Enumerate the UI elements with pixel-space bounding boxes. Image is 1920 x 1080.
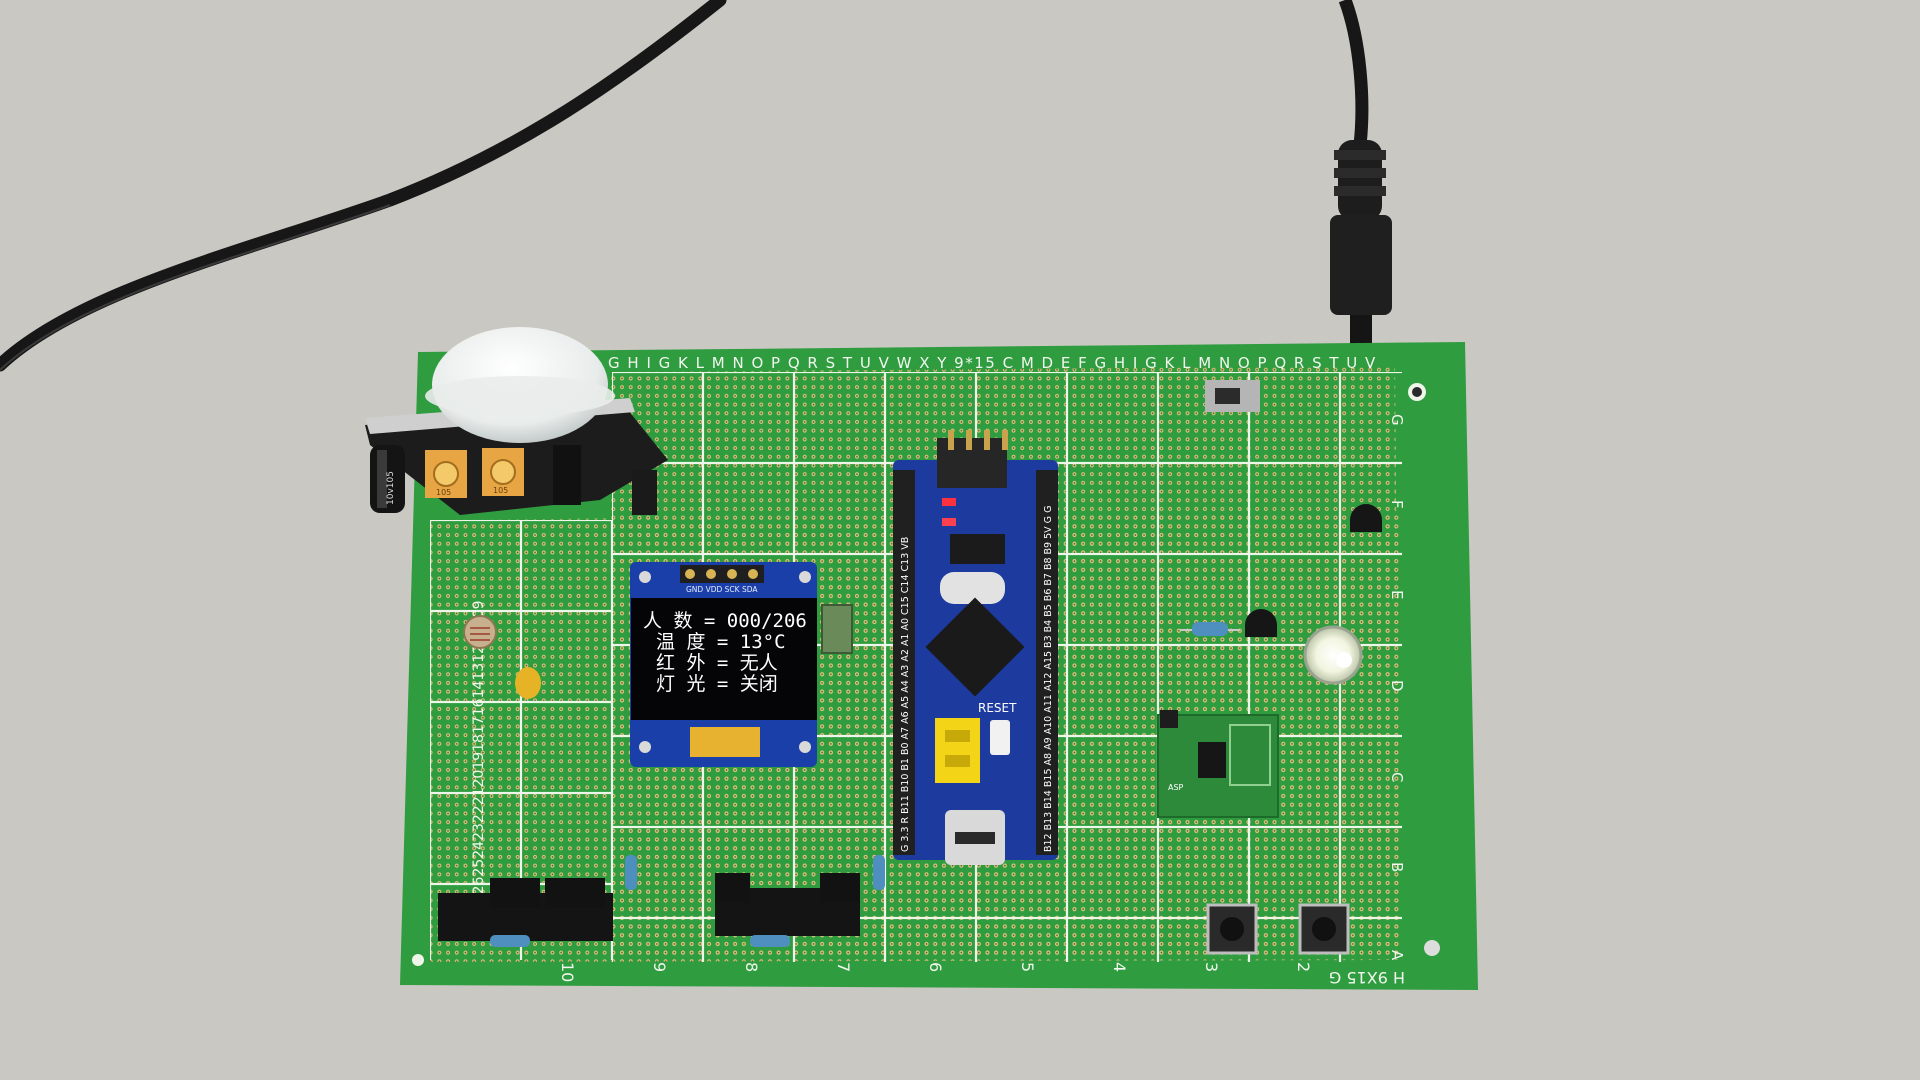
right-label-e: E: [1388, 590, 1406, 599]
board-right-labels: G F E D C B A: [1388, 414, 1406, 961]
oled-screen: [631, 598, 817, 720]
oled-line-temperature: 温 度 = 13°C: [656, 631, 786, 653]
boot-jumpers: [935, 718, 980, 783]
resistor-1: [1180, 622, 1240, 636]
right-label-b: B: [1388, 862, 1406, 872]
oled-header-pins: GND VDD SCK SDA: [680, 565, 764, 594]
pir-sensor: 10v105 105 105: [365, 327, 668, 515]
tactile-button-1[interactable]: [1206, 903, 1258, 955]
tactile-button-2[interactable]: [1298, 903, 1350, 955]
pir-cap: 10v105: [370, 445, 405, 513]
board-bottom-labels: 10 9 8 7 6 5 4 3 2: [558, 962, 1313, 982]
slide-switch[interactable]: [1205, 380, 1260, 412]
resistor-4: [490, 935, 530, 947]
bottom-label-10: 10: [558, 962, 577, 982]
board-size-label: H 9X15 G: [1329, 968, 1405, 987]
pir-pot-2-label: 105: [493, 486, 508, 495]
pir-pot-1: 105: [425, 450, 467, 498]
resistor-5: [750, 935, 790, 947]
power-cable: [0, 0, 1369, 372]
oled-line-infrared: 红 外 = 无人: [656, 652, 778, 674]
photo-interrupter-2: [715, 873, 860, 936]
mcu-chip: [925, 597, 1025, 697]
bottom-label-7: 7: [834, 962, 853, 972]
pir-pot-1-label: 105: [436, 488, 451, 497]
bottom-label-9: 9: [650, 962, 669, 972]
stm32-left-pins: G 3.3 R B11 B10 B1 B0 A7 A6 A5 A4 A3 A2 …: [900, 537, 911, 852]
wireless-module: ASP: [1157, 710, 1279, 818]
resistor-2: [625, 855, 637, 890]
led-red-1: [942, 498, 956, 506]
wireless-label: ASP: [1168, 783, 1184, 792]
pir-cap-label: 10v105: [386, 471, 396, 505]
board-top-labels: G H I G K L M N O P Q R S T U V W X Y 9*…: [608, 354, 1377, 372]
right-label-f: F: [1388, 500, 1406, 509]
reset-button[interactable]: [990, 720, 1010, 755]
ceramic-capacitor: [515, 667, 541, 699]
pir-pot-2: 105: [482, 448, 524, 496]
bottom-label-5: 5: [1018, 962, 1037, 972]
bottom-label-2: 2: [1294, 962, 1313, 972]
oled-line-people: 人 数 = 000/206: [643, 610, 807, 632]
white-led: [1303, 625, 1363, 685]
bottom-label-4: 4: [1110, 962, 1129, 972]
right-label-a: A: [1388, 950, 1406, 961]
bottom-label-3: 3: [1202, 962, 1221, 972]
bottom-label-8: 8: [742, 962, 761, 972]
led-red-2: [942, 518, 956, 526]
oled-header-label: GND VDD SCK SDA: [686, 585, 758, 594]
stm32-right-header: B12 B13 B14 B15 A8 A9 A10 A11 A12 A15 B3…: [1036, 470, 1058, 855]
reset-label: RESET: [978, 701, 1017, 715]
right-label-d: D: [1388, 680, 1406, 692]
board-left-labels: 2827262524232221201918171614131211109: [471, 600, 487, 930]
crystal-oscillator: [940, 572, 1005, 604]
green-sensor-module: [821, 604, 853, 654]
photo-interrupter-1: [438, 878, 613, 941]
stm32-right-pins: B12 B13 B14 B15 A8 A9 A10 A11 A12 A15 B3…: [1043, 506, 1054, 852]
stm32-board: RESET G 3.3 R B11 B10 B1 B0 A7 A6 A5 A4 …: [893, 430, 1058, 865]
oled-lines: 人 数 = 000/206 温 度 = 13°C 红 外 = 无人 灯 光 = …: [643, 610, 807, 695]
stm32-left-header: G 3.3 R B11 B10 B1 B0 A7 A6 A5 A4 A3 A2 …: [893, 470, 915, 855]
bottom-label-6: 6: [926, 962, 945, 972]
transistor-1: [1350, 504, 1382, 532]
photoresistor: [463, 615, 497, 649]
transistor-2: [1245, 609, 1277, 637]
oled-module: GND VDD SCK SDA 人 数 = 000/206 温 度 = 13°C…: [630, 562, 817, 767]
resistor-3: [873, 855, 885, 890]
oled-line-light: 灯 光 = 关闭: [656, 673, 778, 695]
right-label-c: C: [1388, 772, 1406, 782]
right-label-g: G: [1388, 414, 1406, 426]
